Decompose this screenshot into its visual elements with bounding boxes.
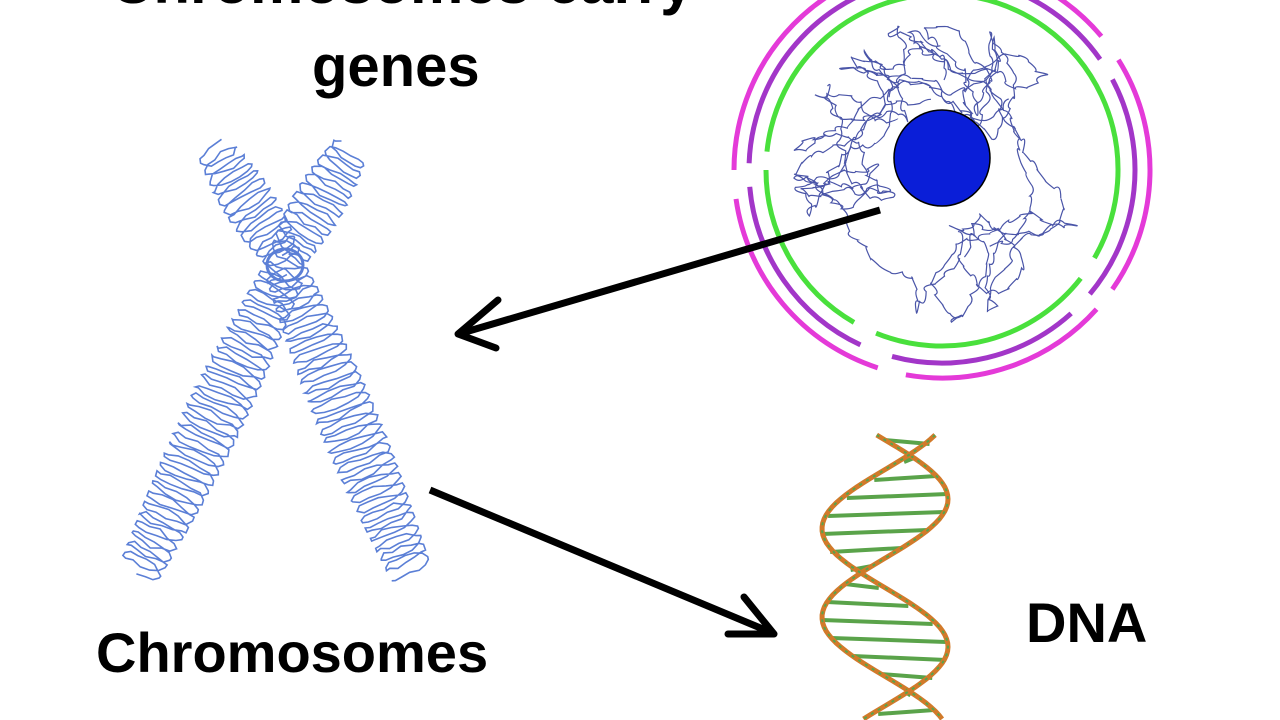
envelope-segment: [891, 311, 1073, 366]
chromatin-strand: [793, 25, 947, 202]
chromatin-strand: [930, 210, 1078, 324]
envelope-segment: [731, 0, 827, 171]
base-pair: [846, 492, 948, 500]
envelope-segment: [1027, 0, 1103, 61]
base-pair: [830, 546, 902, 554]
envelope-segment: [1057, 0, 1104, 38]
chromatin-strand: [888, 25, 1049, 126]
arrow-chromosome-to-dna: [428, 486, 778, 638]
chromatin-strand: [794, 46, 1034, 247]
base-pair: [831, 636, 947, 644]
envelope-segment: [875, 276, 1083, 349]
base-pair: [844, 582, 880, 590]
base-pair: [880, 672, 933, 680]
centromere: [265, 247, 305, 283]
dna-label: DNA: [1026, 591, 1148, 654]
chromosome-arm: [265, 266, 430, 582]
base-pair: [874, 474, 937, 482]
chromatin-strands: [793, 25, 1078, 324]
envelope-segment: [905, 307, 1099, 381]
title-line-2: genes: [312, 34, 480, 99]
chromosome-illustration: [121, 138, 430, 582]
envelope-segment: [763, 169, 856, 325]
nuclear-envelope: [731, 0, 1153, 381]
envelope-segment: [747, 186, 862, 348]
base-pair: [827, 510, 945, 518]
chromosome-arm: [271, 139, 365, 269]
dna-backbone: [819, 433, 951, 720]
chromosomes-label: Chromosomes: [96, 621, 489, 684]
base-pair: [827, 600, 909, 608]
envelope-segment: [764, 0, 908, 152]
chromosome-arm: [121, 260, 304, 581]
envelope-segment: [1087, 78, 1138, 296]
chromosome-arm: [199, 138, 301, 267]
envelope-segment: [1110, 58, 1153, 291]
dna-helix-illustration: [819, 432, 951, 720]
nucleolus: [893, 109, 991, 207]
chromatin-strand: [793, 98, 961, 314]
base-pair: [878, 708, 935, 716]
dna-backbone-atoms: [821, 434, 950, 720]
cell-nucleus-illustration: [731, 0, 1153, 381]
envelope-segment: [733, 198, 879, 371]
arrow-nucleus-to-chromosome: [454, 206, 881, 352]
base-pair: [852, 654, 947, 662]
title-line-1: Chromosomes carry: [110, 0, 694, 17]
base-pair: [822, 618, 933, 626]
envelope-segment: [746, 0, 857, 164]
base-pair: [821, 528, 928, 536]
envelope-segment: [976, 0, 1121, 260]
